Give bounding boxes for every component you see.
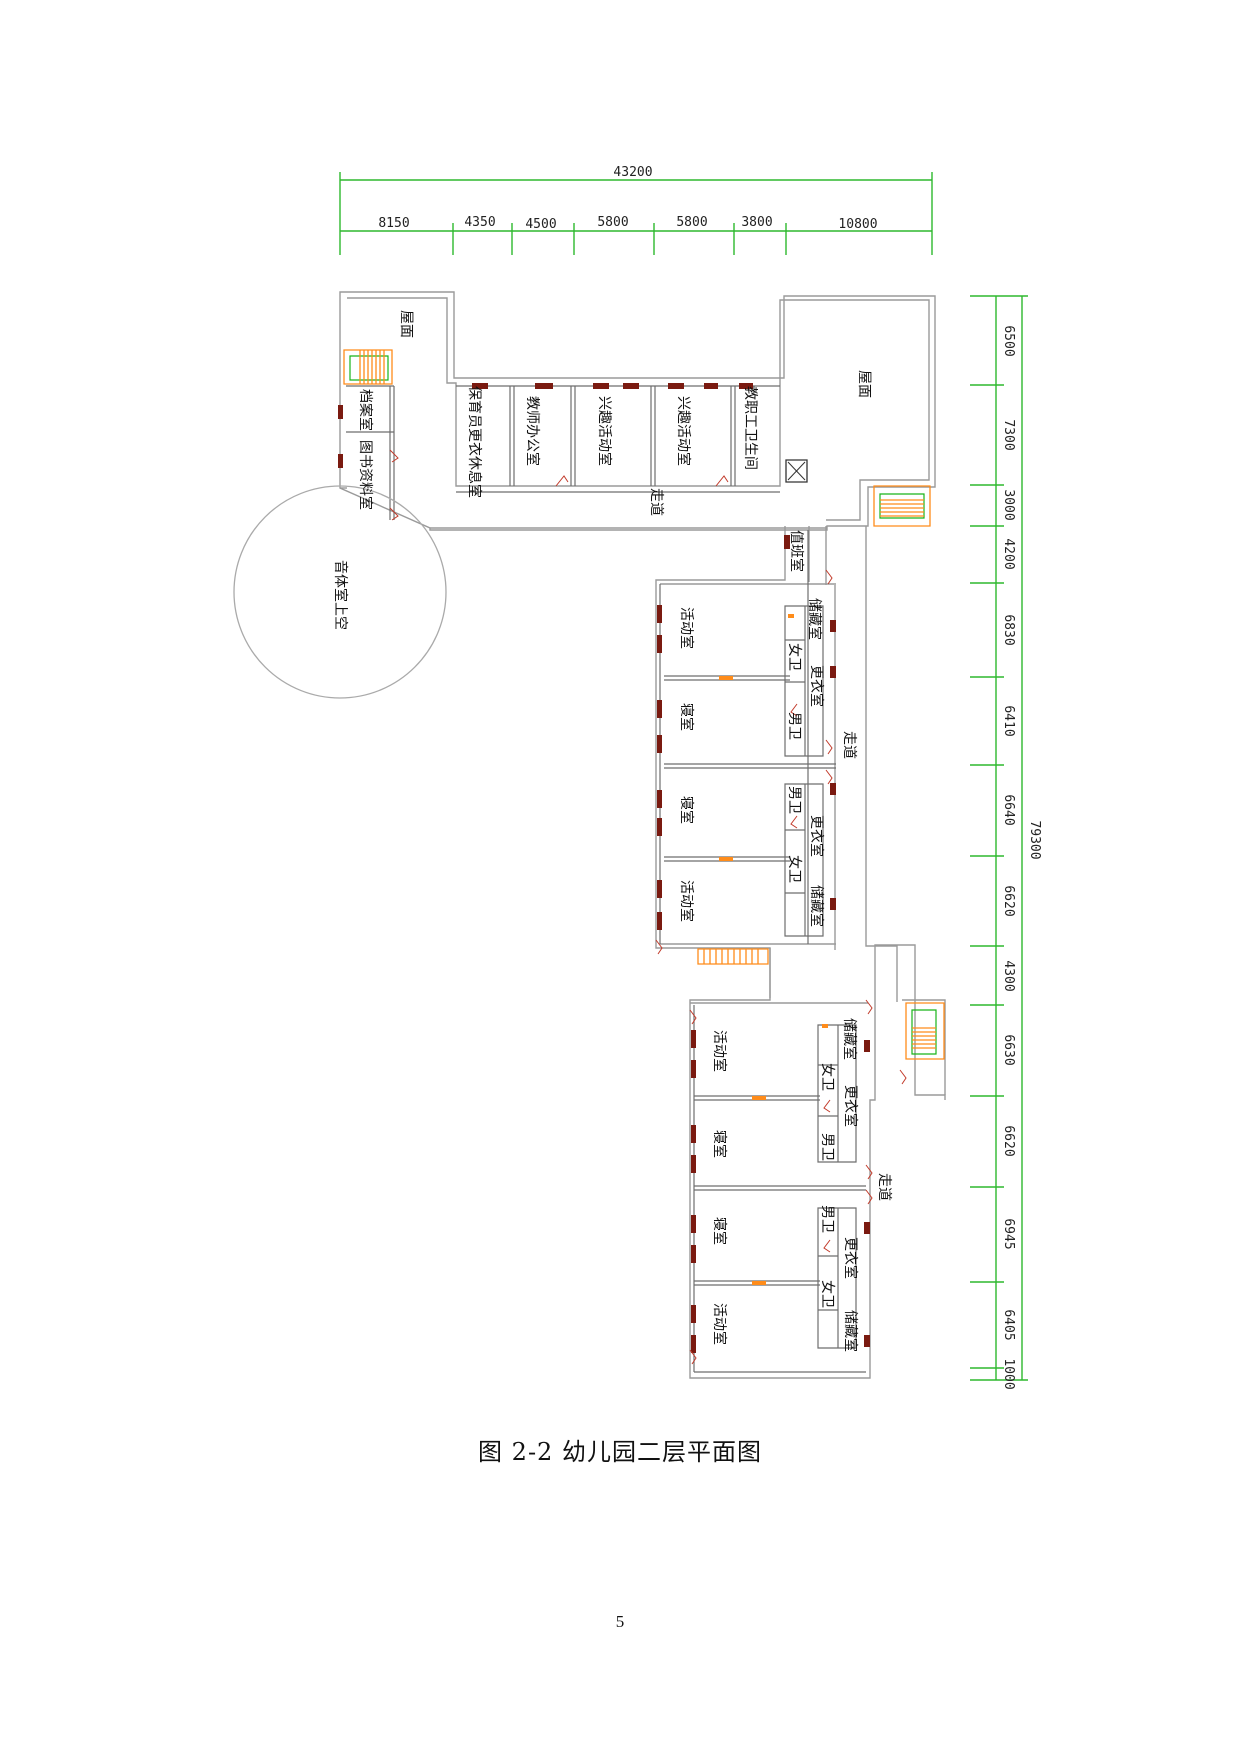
page-number: 5 bbox=[615, 1612, 625, 1631]
label-activity-room-3: 活动室 bbox=[711, 1030, 728, 1072]
label-storage-1: 储藏室 bbox=[806, 598, 823, 640]
label-library: 图书资料室 bbox=[357, 440, 374, 510]
dim-top-total: 43200 bbox=[613, 165, 652, 180]
dim-top-3: 4500 bbox=[525, 217, 556, 232]
dim-right-5: 6830 bbox=[1001, 614, 1016, 645]
label-duty-room: 值班室 bbox=[788, 530, 805, 572]
dim-right-11: 6620 bbox=[1001, 1125, 1016, 1156]
label-interest-room-2: 兴趣活动室 bbox=[675, 396, 692, 466]
label-changing-4: 更衣室 bbox=[842, 1237, 859, 1279]
stair-west bbox=[344, 350, 392, 384]
right-dimension-chain: 6500 7300 3000 4200 6830 6410 6640 6620 … bbox=[970, 296, 1042, 1390]
label-corridor-top: 走道 bbox=[648, 488, 664, 516]
dim-right-total: 79300 bbox=[1027, 820, 1042, 859]
dim-right-1: 6500 bbox=[1001, 325, 1016, 356]
label-corridor-mid: 走道 bbox=[841, 731, 857, 759]
label-female-wc-4: 女卫 bbox=[819, 1280, 836, 1308]
label-archive: 档案室 bbox=[357, 389, 374, 431]
doors bbox=[719, 614, 828, 1285]
label-male-wc-3: 男卫 bbox=[819, 1133, 835, 1161]
label-male-wc-2: 男卫 bbox=[786, 786, 802, 814]
dim-right-6: 6410 bbox=[1001, 705, 1016, 736]
door-swings bbox=[390, 450, 906, 1364]
dim-top-1: 8150 bbox=[378, 216, 409, 231]
walls-middle-block bbox=[656, 526, 945, 1378]
label-changing-3: 更衣室 bbox=[842, 1085, 859, 1127]
label-bedroom-4: 寝室 bbox=[711, 1217, 728, 1245]
dim-top-6: 3800 bbox=[741, 215, 772, 230]
label-bedroom-1: 寝室 bbox=[678, 703, 695, 731]
label-male-wc-1: 男卫 bbox=[786, 712, 802, 740]
label-male-wc-4: 男卫 bbox=[819, 1205, 835, 1233]
label-storage-2: 储藏室 bbox=[808, 885, 825, 927]
dim-top-2: 4350 bbox=[464, 215, 495, 230]
label-changing-2: 更衣室 bbox=[808, 815, 825, 857]
label-teacher-office: 教师办公室 bbox=[524, 396, 541, 466]
label-interest-room-1: 兴趣活动室 bbox=[596, 396, 613, 466]
dim-right-13: 6405 bbox=[1001, 1309, 1016, 1340]
dim-top-5: 5800 bbox=[676, 215, 707, 230]
label-female-wc-1: 女卫 bbox=[786, 643, 803, 671]
dim-top-7: 10800 bbox=[838, 217, 877, 232]
label-nurse-rest: 保育员更衣休息室 bbox=[466, 386, 483, 498]
label-corridor-low: 走道 bbox=[876, 1173, 892, 1201]
label-bedroom-2: 寝室 bbox=[678, 796, 695, 824]
walls-bottom-block bbox=[690, 1000, 945, 1372]
label-changing-1: 更衣室 bbox=[808, 665, 825, 707]
label-staff-wc: 教职工卫生间 bbox=[742, 386, 758, 470]
dim-top-4: 5800 bbox=[597, 215, 628, 230]
dim-right-10: 6630 bbox=[1001, 1034, 1016, 1065]
label-activity-room-2: 活动室 bbox=[678, 880, 695, 922]
dim-right-9: 4300 bbox=[1001, 960, 1016, 991]
label-storage-3: 储藏室 bbox=[841, 1018, 858, 1060]
windows bbox=[338, 383, 870, 1353]
dim-right-7: 6640 bbox=[1001, 794, 1016, 825]
dim-right-3: 3000 bbox=[1001, 489, 1016, 520]
dim-right-14: 1000 bbox=[1001, 1358, 1016, 1389]
label-roof-west: 屋面 bbox=[398, 310, 414, 338]
dim-right-2: 7300 bbox=[1001, 419, 1016, 450]
dim-right-4: 4200 bbox=[1001, 538, 1016, 569]
label-female-wc-2: 女卫 bbox=[786, 855, 803, 883]
label-music-room-void: 音体室上空 bbox=[332, 560, 349, 630]
room-labels: 屋面 屋面 档案室 图书资料室 保育员更衣休息室 教师办公室 兴趣活动室 兴趣活… bbox=[332, 310, 892, 1352]
walls-top-wing bbox=[340, 292, 935, 530]
label-activity-room-4: 活动室 bbox=[711, 1303, 728, 1345]
label-storage-4: 储藏室 bbox=[842, 1310, 859, 1352]
stair-south bbox=[906, 1003, 944, 1059]
label-female-wc-3: 女卫 bbox=[819, 1063, 836, 1091]
top-dimension-chain: 43200 8150 4350 4500 5800 5800 3800 1080… bbox=[340, 165, 932, 255]
label-bedroom-3: 寝室 bbox=[711, 1130, 728, 1158]
label-activity-room-1: 活动室 bbox=[678, 607, 695, 649]
dim-right-8: 6620 bbox=[1001, 885, 1016, 916]
figure-caption: 图 2-2 幼儿园二层平面图 bbox=[478, 1438, 762, 1466]
stair-middle bbox=[698, 949, 768, 964]
music-room-void-outline bbox=[234, 486, 446, 698]
label-roof-east: 屋面 bbox=[856, 370, 872, 398]
dim-right-12: 6945 bbox=[1001, 1218, 1016, 1249]
stair-east bbox=[874, 486, 930, 526]
